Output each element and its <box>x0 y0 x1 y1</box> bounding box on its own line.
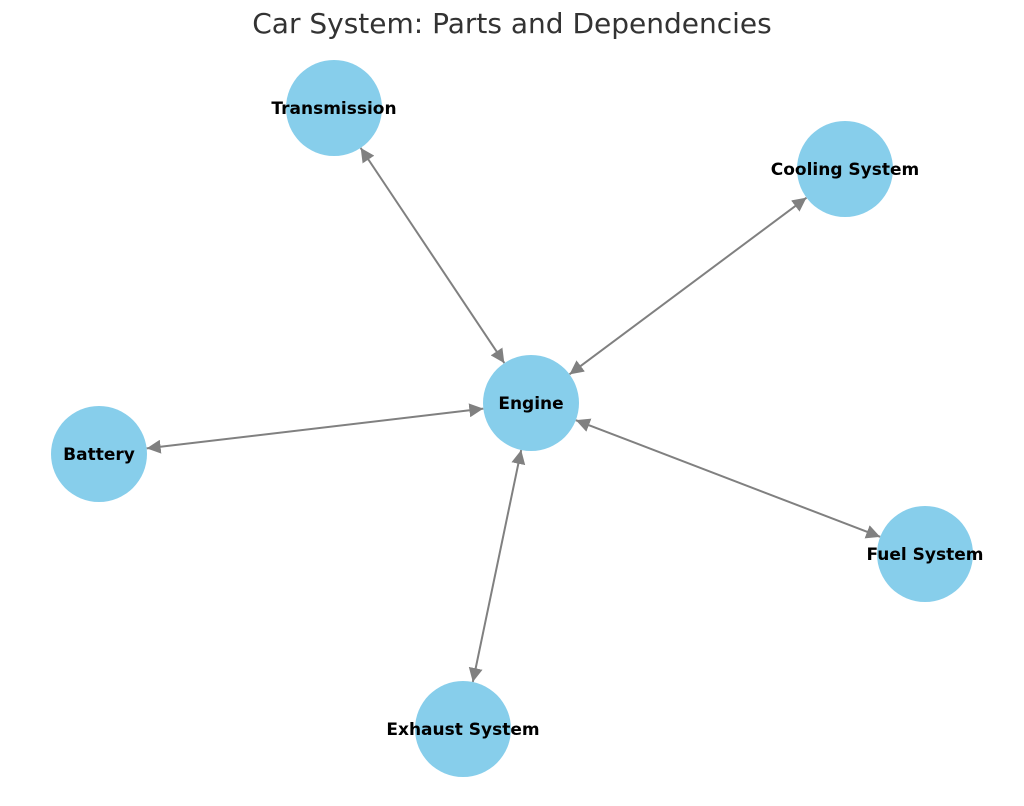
node-transmission: Transmission <box>271 60 397 156</box>
node-label: Cooling System <box>771 160 920 180</box>
node-circle <box>51 406 147 502</box>
node-fuel: Fuel System <box>867 506 984 602</box>
node-label: Battery <box>63 445 135 465</box>
node-cooling: Cooling System <box>771 121 920 217</box>
diagram-title: Car System: Parts and Dependencies <box>252 7 771 40</box>
node-circle <box>877 506 973 602</box>
edge-engine-fuel <box>575 418 881 539</box>
node-exhaust: Exhaust System <box>386 681 540 777</box>
edge-engine-exhaust <box>468 449 526 683</box>
node-label: Engine <box>498 394 563 414</box>
node-circle <box>415 681 511 777</box>
node-label: Fuel System <box>867 545 984 565</box>
node-battery: Battery <box>51 406 147 502</box>
node-label: Exhaust System <box>386 720 539 740</box>
edge-engine-battery <box>146 403 484 454</box>
node-circle <box>286 60 382 156</box>
node-label: Transmission <box>271 99 396 119</box>
node-circle <box>797 121 893 217</box>
node-circle <box>483 355 579 451</box>
edge-engine-transmission <box>359 147 506 364</box>
edge-engine-cooling <box>568 196 808 376</box>
edges-layer <box>146 147 881 683</box>
node-engine: Engine <box>483 355 579 451</box>
